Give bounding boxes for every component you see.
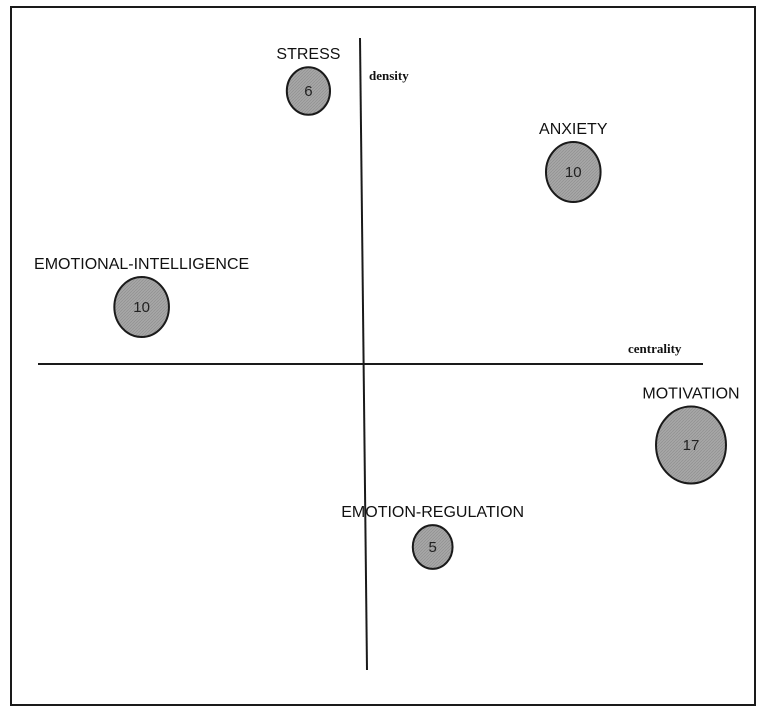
bubble-value-emotional-intelligence: 10 <box>133 299 150 316</box>
y-axis-label: density <box>369 68 409 83</box>
bubble-value-motivation: 17 <box>683 437 700 454</box>
chart-frame <box>10 6 756 706</box>
bubble-label-stress: STRESS <box>276 46 340 63</box>
bubble-stress <box>285 66 332 116</box>
bubble-group: 6STRESS10ANXIETY10EMOTIONAL-INTELLIGENCE… <box>34 46 740 570</box>
bubble-label-emotional-intelligence: EMOTIONAL-INTELLIGENCE <box>34 256 249 273</box>
bubble-value-emotion-regulation: 5 <box>428 539 436 556</box>
bubble-value-anxiety: 10 <box>565 164 582 181</box>
bubble-anxiety <box>544 140 602 204</box>
bubble-value-stress: 6 <box>304 83 312 100</box>
bubble-label-anxiety: ANXIETY <box>539 121 608 138</box>
bubble-label-emotion-regulation: EMOTION-REGULATION <box>341 504 524 521</box>
y-axis-line <box>359 37 368 671</box>
bubble-emotional-intelligence <box>113 275 170 339</box>
x-axis-label: centrality <box>628 341 682 356</box>
bubble-label-motivation: MOTIVATION <box>642 386 739 403</box>
bubble-motivation <box>655 405 727 485</box>
bubble-emotion-regulation <box>411 524 454 570</box>
